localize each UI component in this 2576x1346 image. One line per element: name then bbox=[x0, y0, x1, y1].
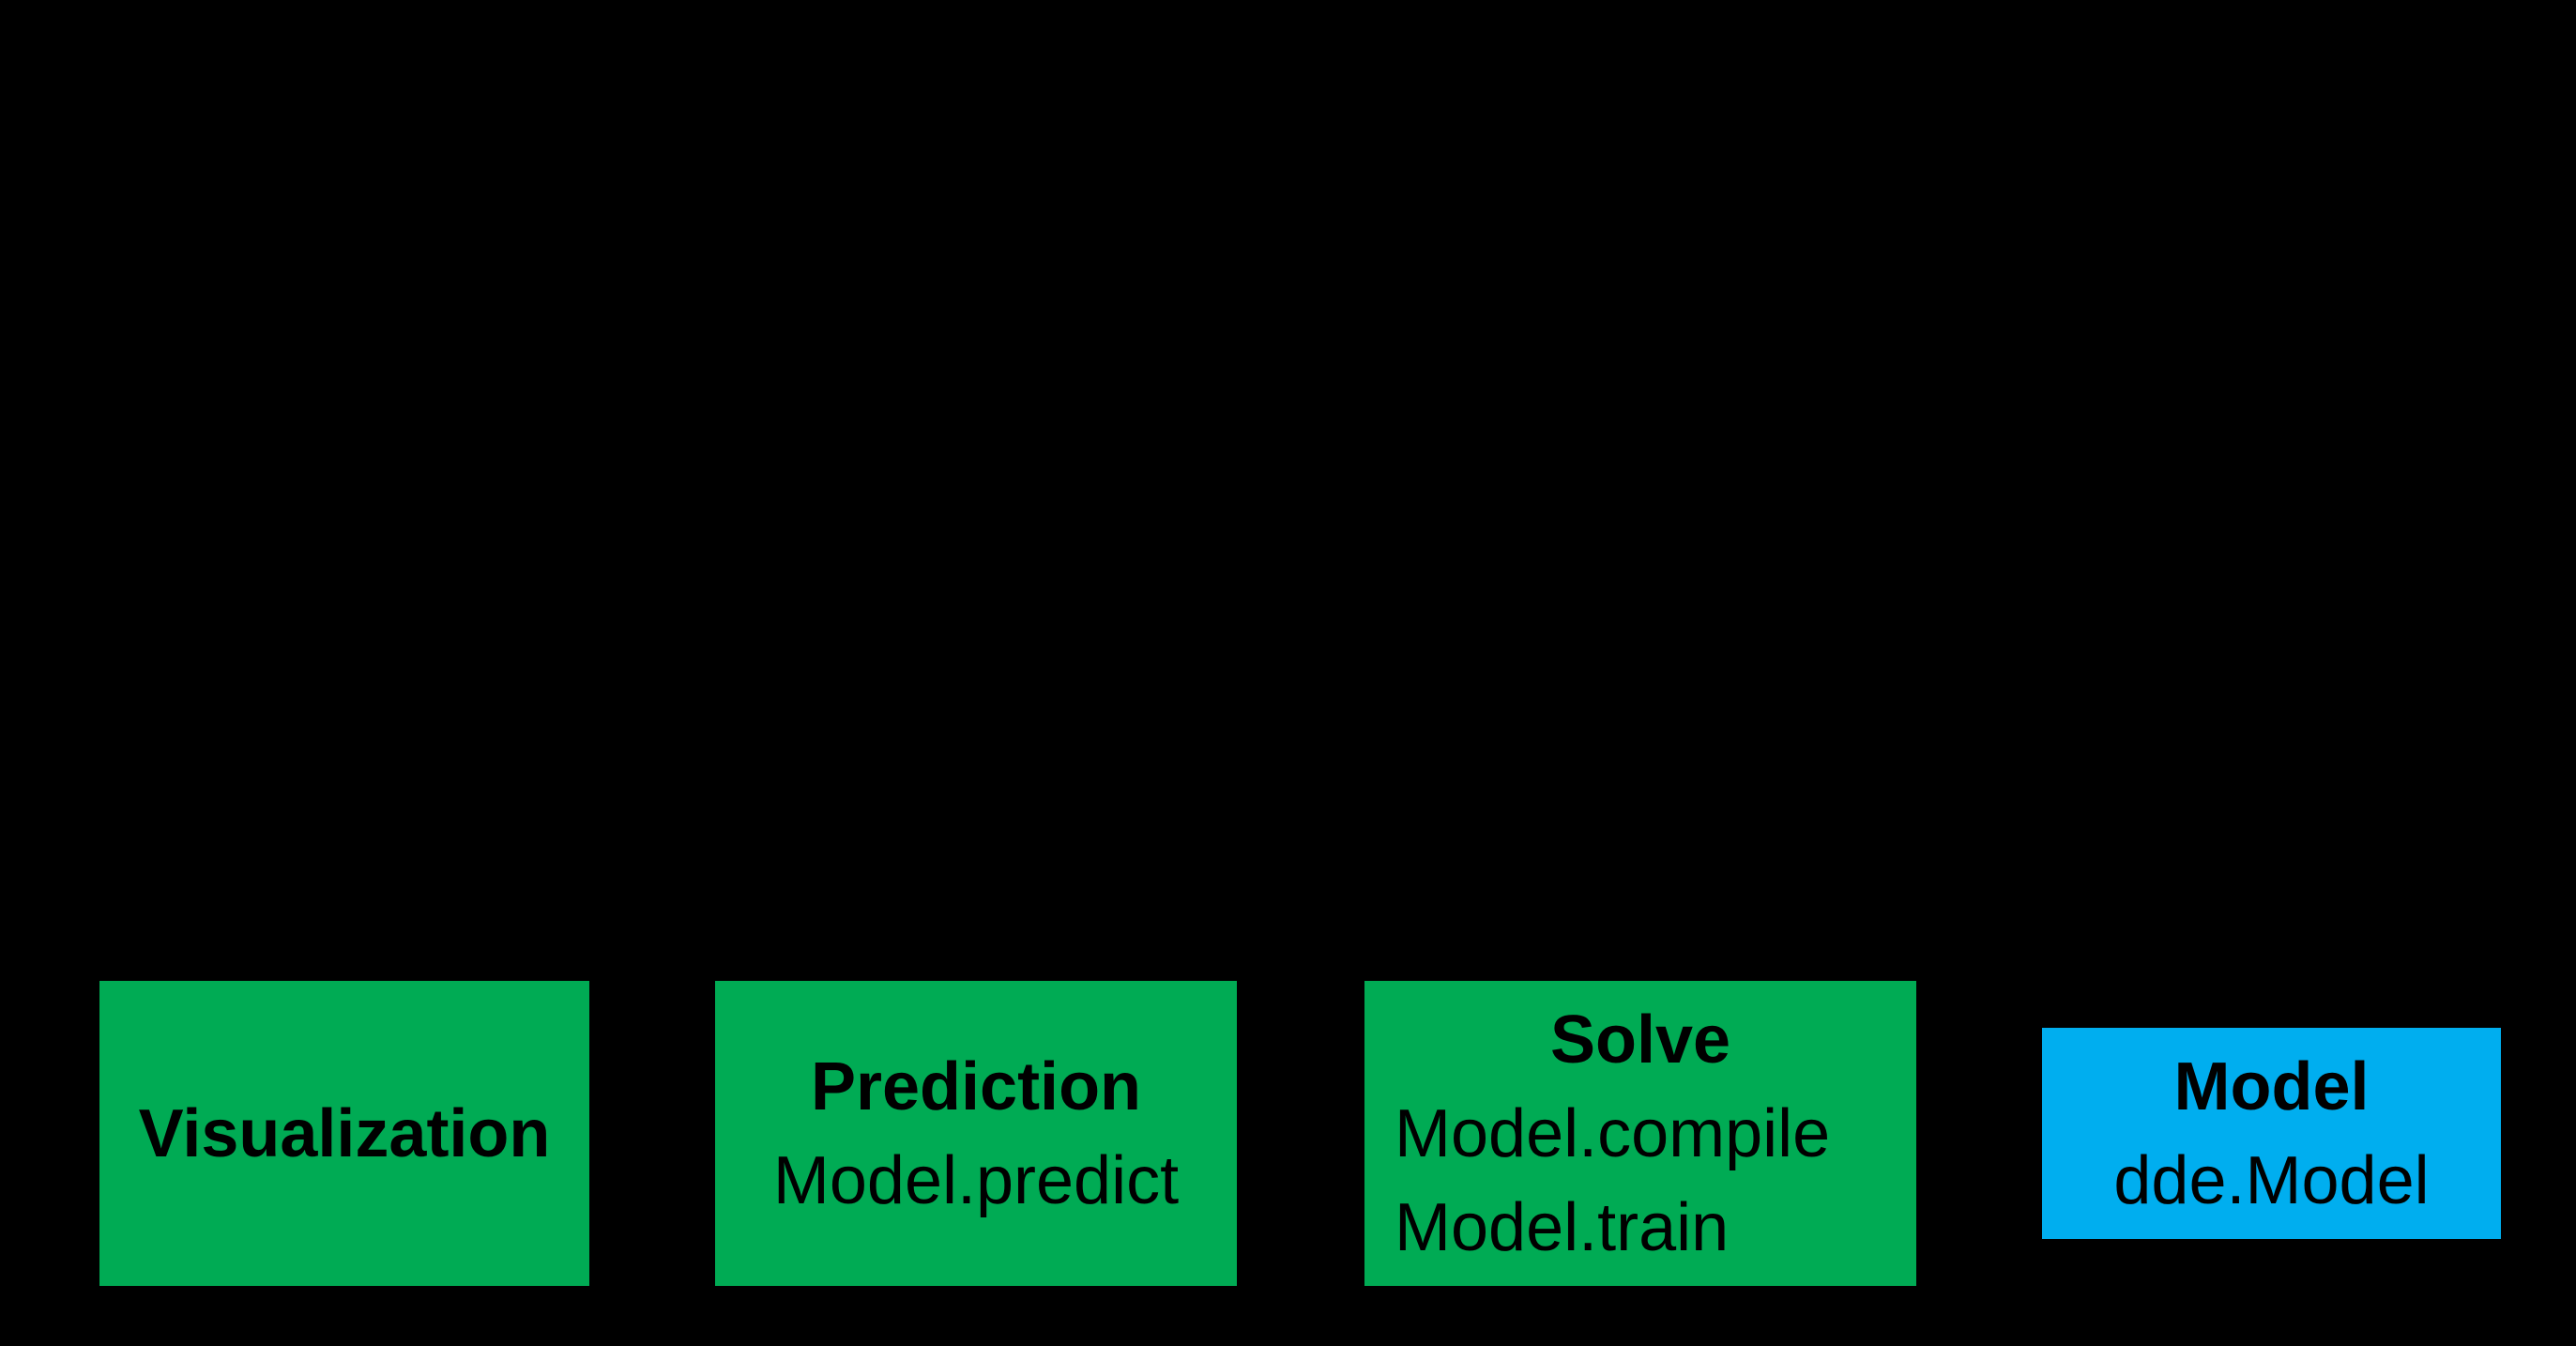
solve-box-title: Solve bbox=[1549, 1002, 1731, 1078]
solve-box-code-line: Model.train bbox=[1395, 1189, 1730, 1265]
prediction-box: Prediction Model.predict bbox=[715, 981, 1237, 1286]
prediction-box-code-line: Model.predict bbox=[772, 1142, 1180, 1218]
solve-box: Solve Model.compile Model.train bbox=[1364, 981, 1916, 1286]
model-box-title: Model bbox=[2173, 1048, 2370, 1124]
visualization-box: Visualization bbox=[99, 981, 589, 1286]
prediction-box-title: Prediction bbox=[810, 1048, 1142, 1124]
model-box: Model dde.Model bbox=[2042, 1028, 2501, 1239]
model-box-code-line: dde.Model bbox=[2113, 1142, 2430, 1218]
visualization-box-title: Visualization bbox=[138, 1095, 551, 1171]
solve-box-code-line: Model.compile bbox=[1395, 1095, 1831, 1171]
